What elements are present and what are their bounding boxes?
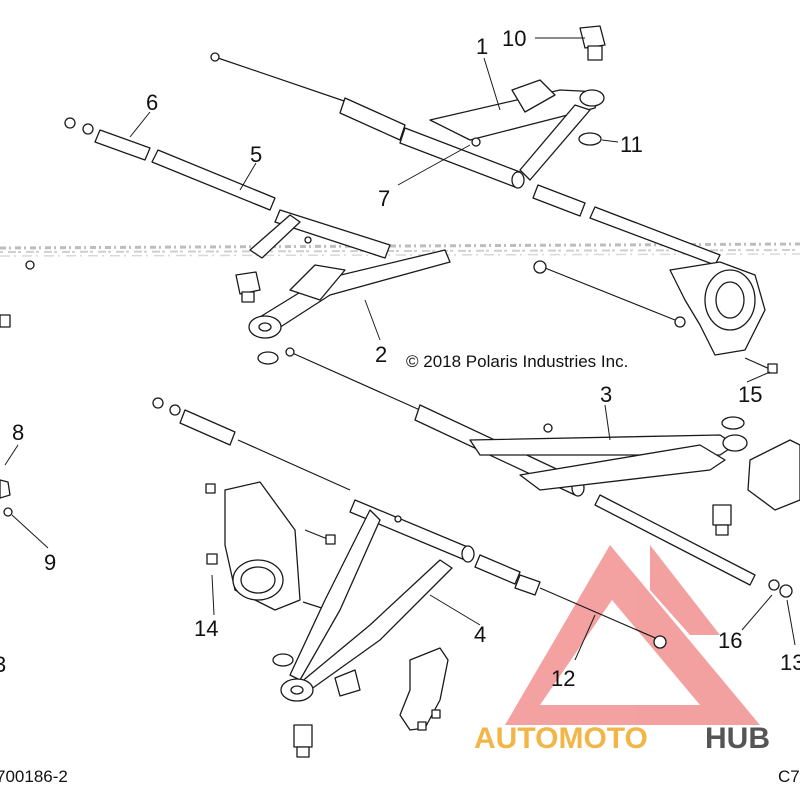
callout-11: 11 <box>620 132 643 157</box>
callout-3: 3 <box>600 382 612 407</box>
part-lower-a-arm-4 <box>280 499 475 702</box>
part-upper-a-arm-2 <box>248 209 451 339</box>
callout-1: 1 <box>476 34 488 59</box>
figure-code-right: C7 <box>778 767 800 786</box>
leader-lines <box>4 37 796 661</box>
scan-tear-band <box>0 242 800 257</box>
watermark-text-hub: HUB <box>705 722 770 755</box>
watermark-logo <box>505 545 760 725</box>
callout-14: 14 <box>194 616 218 641</box>
part-ball-joint-right <box>712 504 732 536</box>
part-knuckle-left <box>224 481 301 611</box>
callout-13: 13 <box>780 650 800 675</box>
watermark-triangle-inner <box>650 545 720 635</box>
callout-2: 2 <box>375 342 387 367</box>
part-long-tube-lower <box>152 397 793 598</box>
callout-6: 6 <box>146 90 158 115</box>
part-bushing-12 <box>474 554 667 649</box>
part-ball-joint-upper <box>235 271 261 303</box>
callout-5: 5 <box>250 142 262 167</box>
part-skid-plate-right <box>747 439 800 511</box>
part-bolt-skid-plate <box>417 709 441 731</box>
part-retaining-ring-lower-left <box>257 351 279 365</box>
callout-12: 12 <box>551 666 575 691</box>
part-long-tube-upper <box>532 184 721 266</box>
part-upper-a-arm-1 <box>210 52 605 189</box>
part-knuckle-right <box>669 261 766 356</box>
part-bushing-6 <box>64 117 151 161</box>
part-left-edge-fragments <box>0 260 35 517</box>
part-ball-joint-bottom <box>293 724 313 758</box>
callout-3-edge: 3 <box>0 652 6 677</box>
callout-15: 15 <box>738 382 762 407</box>
part-retaining-ring-right <box>721 416 745 430</box>
part-pivot-tube-5 <box>151 149 276 211</box>
part-skid-plate-lower <box>399 647 449 731</box>
callout-7: 7 <box>378 186 390 211</box>
part-retaining-ring-lower <box>272 653 294 667</box>
part-lower-a-arm-3 <box>285 347 748 497</box>
watermark-wordmark: AUTOMOTO HUB <box>474 722 770 755</box>
part-nut-14 <box>205 483 218 565</box>
part-retaining-ring-11 <box>578 132 602 146</box>
figure-code-left: 700186-2 <box>0 767 68 786</box>
part-bolt-15 <box>744 357 778 374</box>
part-ball-joint-10 <box>579 25 606 61</box>
watermark-triangle-outer <box>505 545 760 725</box>
callout-10: 10 <box>502 26 526 51</box>
callout-9: 9 <box>44 550 56 575</box>
part-long-rod-middle <box>533 260 686 328</box>
watermark-text-automoto: AUTOMOTO <box>474 722 648 755</box>
callout-8: 8 <box>12 420 24 445</box>
callout-4: 4 <box>474 622 486 647</box>
copyright-notice: © 2018 Polaris Industries Inc. <box>406 352 628 371</box>
callout-16: 16 <box>718 628 742 653</box>
